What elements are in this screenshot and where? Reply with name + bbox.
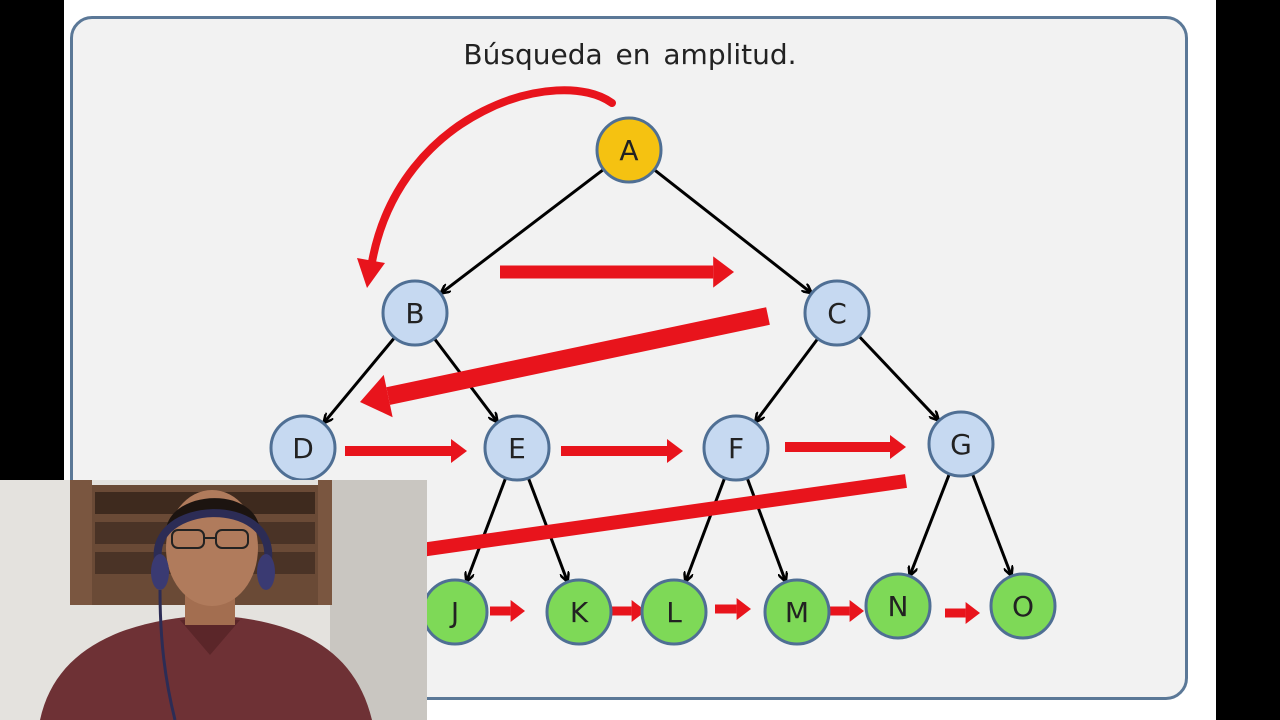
node-L: L (640, 578, 708, 646)
tree-edge-F-L (686, 477, 727, 580)
node-label: M (785, 596, 809, 629)
traversal-arrow-J-K (490, 600, 525, 622)
traversal-arrow-L-M (715, 598, 751, 620)
node-O: O (989, 572, 1057, 640)
node-label: C (827, 297, 847, 330)
node-label: G (950, 428, 972, 461)
traversal-arrow-A-B (357, 86, 616, 288)
traversal-arrow-B-C (500, 256, 734, 288)
tree-edge-G-N (910, 473, 951, 574)
node-G: G (927, 410, 995, 478)
tree-edge-A-B (442, 168, 605, 292)
traversal-arrow-G-J (399, 474, 907, 560)
node-E: E (483, 414, 551, 482)
node-label: J (449, 596, 459, 629)
presenter-webcam (0, 480, 427, 720)
presenter-webcam-icon (0, 480, 427, 720)
node-label: F (728, 432, 744, 465)
node-label: O (1012, 590, 1034, 623)
tree-edge-A-C (653, 168, 810, 292)
tree-edge-C-F (756, 337, 820, 421)
node-J: J (421, 578, 489, 646)
traversal-arrow-F-G (785, 435, 906, 459)
node-D: D (269, 414, 337, 482)
traversal-arrow-N-O (945, 602, 980, 624)
node-F: F (702, 414, 770, 482)
node-C: C (803, 279, 871, 347)
node-M: M (763, 578, 831, 646)
node-label: B (405, 297, 424, 330)
node-label: E (508, 432, 526, 465)
tree-edge-G-O (971, 473, 1010, 574)
traversal-arrow-M-N (830, 600, 864, 622)
tree-edge-B-D (325, 336, 396, 422)
tree-edge-F-M (745, 477, 785, 580)
node-N: N (864, 572, 932, 640)
traversal-arrow-E-F (561, 439, 683, 463)
node-label: L (666, 596, 682, 629)
slide-title: Búsqueda en amplitud. (463, 38, 797, 71)
traversal-arrow-C-D (360, 307, 770, 418)
node-K: K (545, 578, 613, 646)
node-A: A (595, 116, 663, 184)
node-label: K (570, 596, 589, 629)
tree-edge-E-J (467, 477, 508, 580)
traversal-arrow-D-E (345, 439, 467, 463)
node-label: A (619, 134, 638, 167)
tree-edge-C-G (857, 335, 938, 419)
node-B: B (381, 279, 449, 347)
node-label: N (888, 590, 909, 623)
traversal-arrow-K-L (611, 600, 646, 622)
node-label: D (292, 432, 314, 465)
